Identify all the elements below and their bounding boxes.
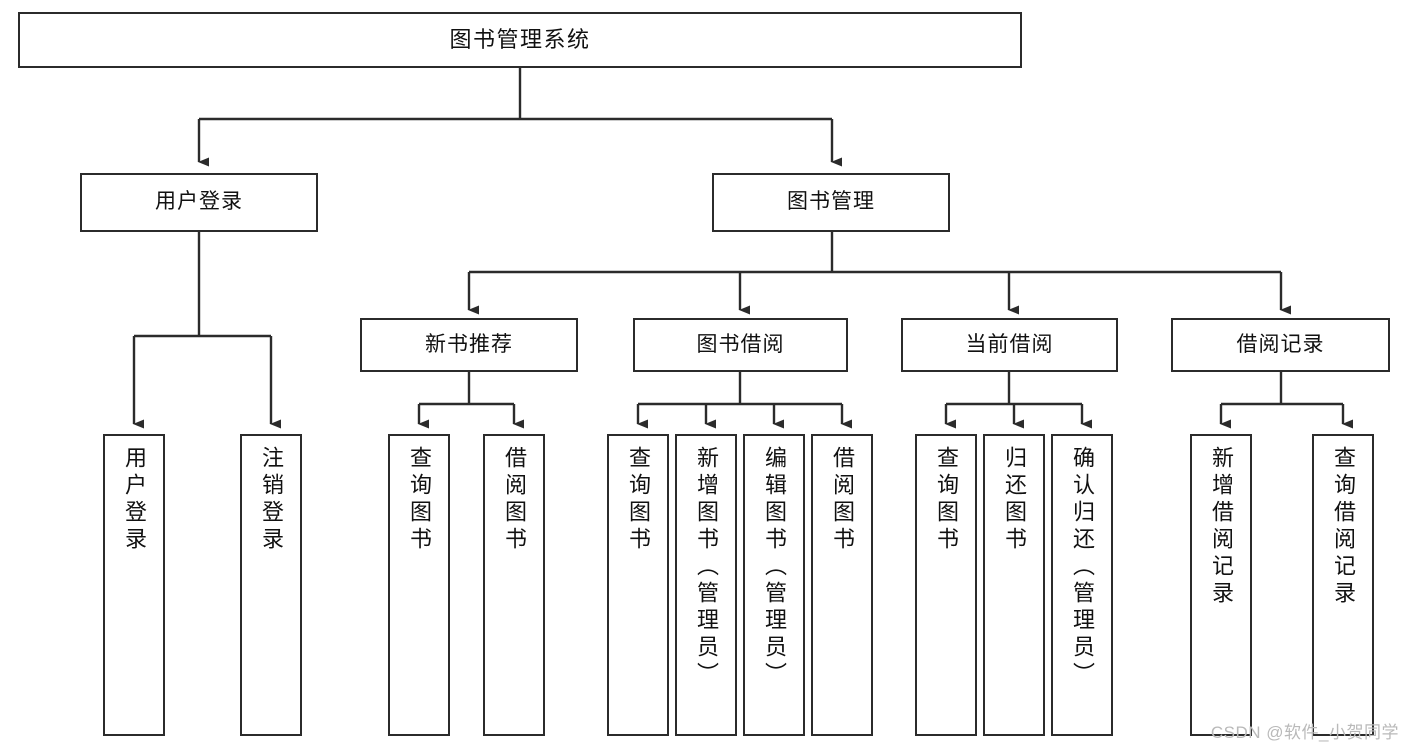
leaf-edit-book[interactable]: 编辑图书（管理员） [743,434,805,736]
node-new-book-recommend[interactable]: 新书推荐 [360,318,578,372]
leaf-edit-book-label: 编辑图书（管理员） [762,446,787,689]
leaf-borrow-book-1[interactable]: 借阅图书 [483,434,545,736]
node-new-book-recommend-label: 新书推荐 [425,332,513,356]
leaf-confirm-return[interactable]: 确认归还（管理员） [1051,434,1113,736]
node-root-label: 图书管理系统 [449,27,591,53]
leaf-add-record-label: 新增借阅记录 [1209,446,1234,608]
leaf-add-record[interactable]: 新增借阅记录 [1190,434,1252,736]
node-current-borrow[interactable]: 当前借阅 [901,318,1118,372]
node-book-manage[interactable]: 图书管理 [712,173,950,232]
leaf-borrow-book-2-label: 借阅图书 [830,446,855,554]
leaf-query-book-3[interactable]: 查询图书 [915,434,977,736]
node-root[interactable]: 图书管理系统 [18,12,1022,68]
node-current-borrow-label: 当前借阅 [965,332,1054,356]
leaf-user-login[interactable]: 用户登录 [103,434,165,736]
leaf-query-record-label: 查询借阅记录 [1331,446,1356,608]
csdn-watermark: CSDN @软件_小贺同学 [1210,723,1399,742]
leaf-query-book-1[interactable]: 查询图书 [388,434,450,736]
leaf-borrow-book-2[interactable]: 借阅图书 [811,434,873,736]
leaf-query-record[interactable]: 查询借阅记录 [1312,434,1374,736]
node-borrow-record-label: 借阅记录 [1236,332,1325,356]
leaf-borrow-book-1-label: 借阅图书 [502,446,527,554]
leaf-query-book-1-label: 查询图书 [407,446,432,554]
node-user-login-label: 用户登录 [155,190,243,214]
leaf-query-book-2[interactable]: 查询图书 [607,434,669,736]
leaf-query-book-2-label: 查询图书 [626,446,651,554]
leaf-query-book-3-label: 查询图书 [934,446,959,554]
leaf-user-login-label: 用户登录 [122,446,147,554]
leaf-logout-login-label: 注销登录 [259,446,284,554]
node-book-manage-label: 图书管理 [787,190,875,214]
leaf-add-book[interactable]: 新增图书（管理员） [675,434,737,736]
leaf-confirm-return-label: 确认归还（管理员） [1070,446,1095,689]
leaf-logout-login[interactable]: 注销登录 [240,434,302,736]
node-book-borrow[interactable]: 图书借阅 [633,318,848,372]
node-user-login[interactable]: 用户登录 [80,173,318,232]
leaf-return-book[interactable]: 归还图书 [983,434,1045,736]
node-book-borrow-label: 图书借阅 [696,332,785,356]
leaf-add-book-label: 新增图书（管理员） [694,446,719,689]
node-borrow-record[interactable]: 借阅记录 [1171,318,1390,372]
leaf-return-book-label: 归还图书 [1002,446,1027,554]
